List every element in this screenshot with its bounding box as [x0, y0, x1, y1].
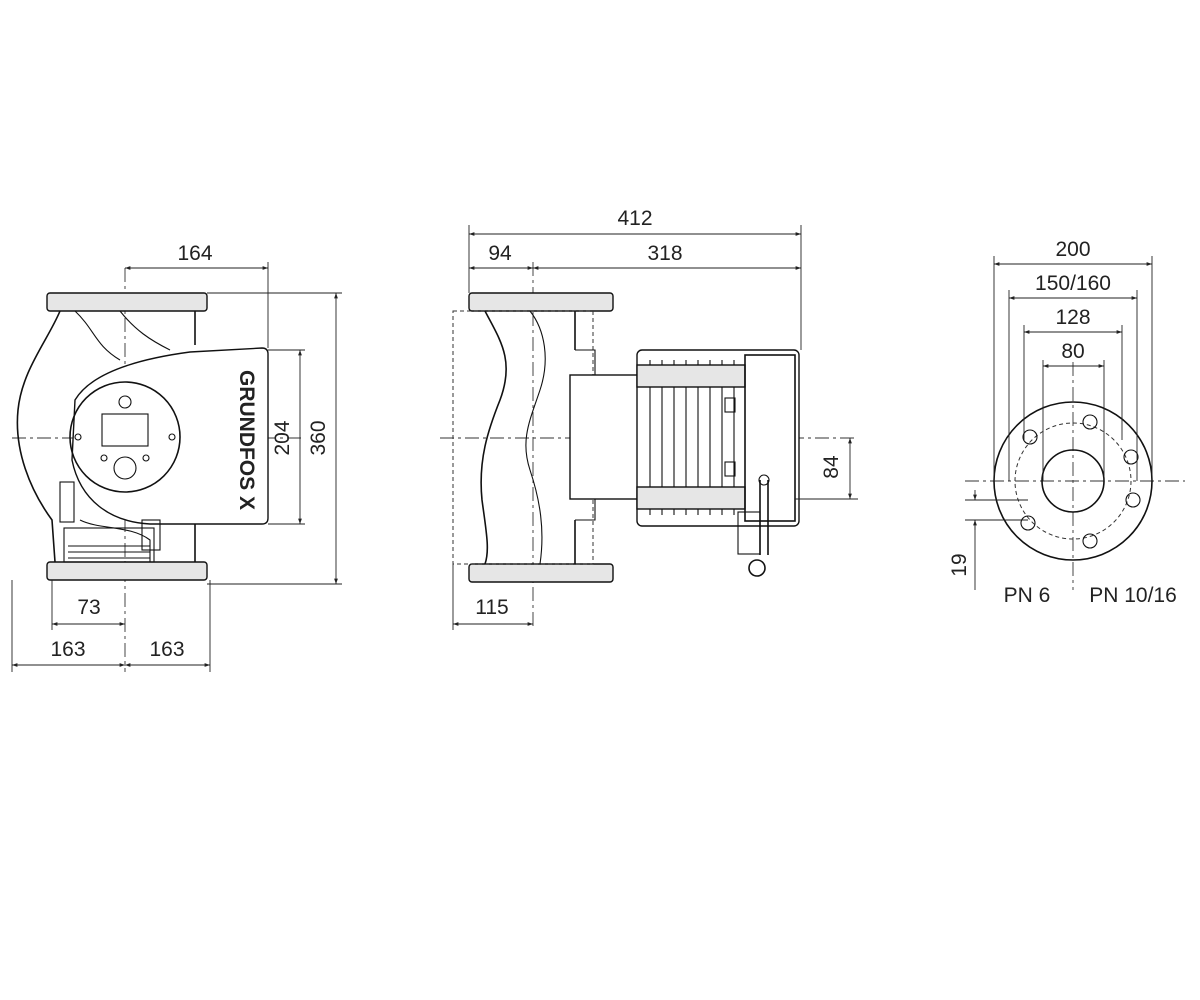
motor-connector-upper [724, 397, 736, 413]
cable-gland [141, 519, 161, 551]
front-view: GRUNDFOS X 164 204 360 73 163 163 [11, 242, 342, 672]
dim-label-115: 115 [475, 596, 508, 619]
dim-label-150-160: 150/160 [1035, 272, 1111, 295]
flange-view: 200 150/160 128 80 19 PN 6 PN 10/16 [948, 238, 1185, 607]
top-flange [46, 292, 208, 312]
dim-label-73: 73 [77, 596, 100, 619]
grundfos-logo: GRUNDFOS X [235, 370, 258, 510]
bolt-hole-icon [1020, 515, 1036, 531]
impeller-contour [525, 310, 546, 565]
motor-housing [636, 349, 800, 527]
dim-label-318: 318 [647, 242, 682, 265]
back-button-icon [100, 454, 108, 462]
bolt-hole-icon [1082, 533, 1098, 549]
bolt-hole-icon [1123, 449, 1139, 465]
label-pn10-16: PN 10/16 [1089, 584, 1177, 607]
dim-label-163-right: 163 [149, 638, 184, 661]
bottom-flange [46, 561, 208, 581]
bolt-hole-icon [1125, 492, 1141, 508]
side-view: 412 94 318 84 115 [440, 207, 858, 630]
plug-top-icon [758, 474, 770, 486]
side-bottom-flange [468, 563, 614, 583]
dim-label-204: 204 [271, 420, 294, 455]
label-pn6: PN 6 [1004, 584, 1051, 607]
motor-connector-lower [724, 461, 736, 477]
pump-housing-left [16, 310, 61, 563]
volute-lines-upper [74, 310, 171, 361]
cable [759, 480, 769, 555]
plug-icon [748, 559, 766, 577]
dim-label-200: 200 [1055, 238, 1090, 261]
terminal-box [63, 527, 155, 563]
dim-label-128: 128 [1055, 306, 1090, 329]
dim-label-94: 94 [488, 242, 512, 265]
side-connector [59, 481, 75, 523]
bolt-hole-icon [1082, 414, 1098, 430]
home-button-icon [142, 454, 150, 462]
motor-band-top [636, 364, 746, 388]
dim-label-412: 412 [617, 207, 652, 230]
display-screen [101, 413, 149, 447]
dim-label-80: 80 [1061, 340, 1084, 363]
dim-label-360: 360 [307, 420, 330, 455]
motor-end-cap [744, 354, 796, 522]
dim-label-164: 164 [177, 242, 212, 265]
status-light-icon [118, 395, 132, 409]
dim-label-19: 19 [948, 553, 971, 576]
cooling-fins [68, 545, 150, 559]
bolt-hole-icon [1022, 429, 1038, 445]
volute-lines-lower [79, 519, 151, 562]
motor-band-bottom [636, 486, 746, 510]
control-box [71, 347, 269, 525]
side-top-flange [468, 292, 614, 312]
bolt-circle [1014, 422, 1132, 540]
dim-label-163-left: 163 [50, 638, 85, 661]
housing-curve-left [480, 310, 507, 565]
stator-tube [569, 374, 639, 500]
panel-screw-icon [168, 433, 176, 441]
control-panel-dial [69, 381, 181, 493]
navigation-button-icon [113, 456, 137, 480]
dim-label-84: 84 [820, 455, 843, 479]
panel-screw-icon [74, 433, 82, 441]
